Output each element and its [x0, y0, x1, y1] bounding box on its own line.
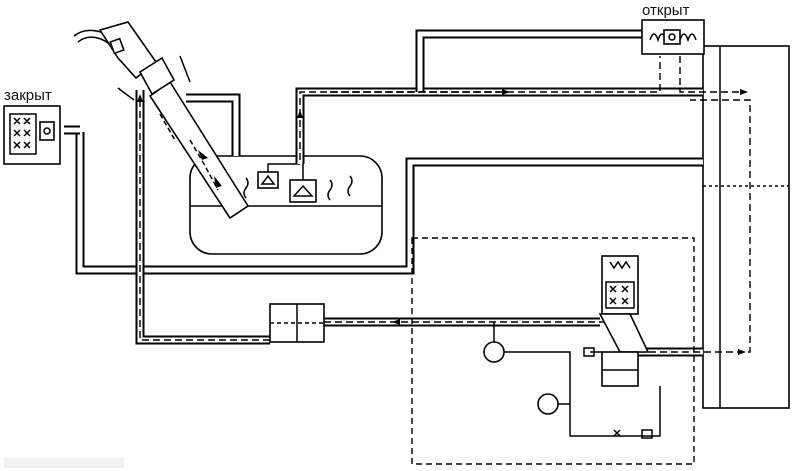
watermark: [4, 458, 124, 468]
inline-filter: [269, 303, 325, 343]
flow-paths: [137, 56, 751, 355]
pressure-sensor-bottom: [537, 393, 559, 415]
closed-valve-label: закрыт: [4, 87, 52, 104]
canister-block: [702, 45, 790, 409]
closed-valve: [3, 105, 61, 165]
float-valve-large: [289, 179, 317, 203]
float-valve-small: [257, 171, 279, 189]
pressure-sensor-top: [483, 341, 505, 363]
fuel-tank: [189, 155, 383, 255]
open-valve: [641, 19, 705, 55]
leak-detection-module: [411, 237, 695, 465]
fuel-nozzle: [73, 21, 176, 96]
open-valve-label: открыт: [642, 2, 690, 19]
